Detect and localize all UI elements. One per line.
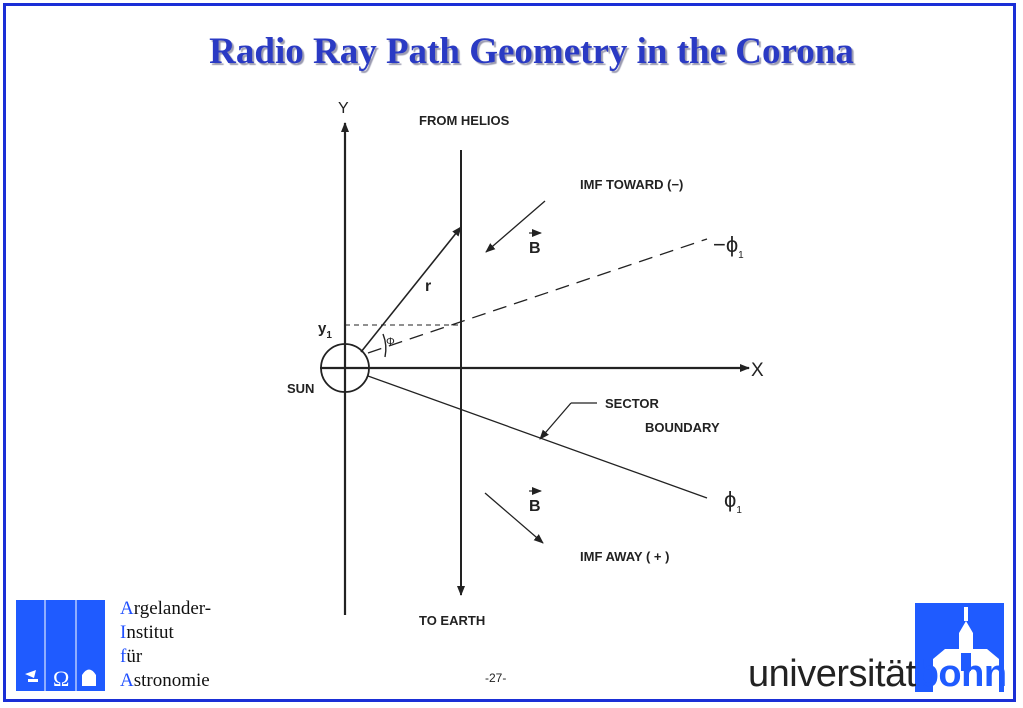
aifa-line-3: für xyxy=(120,646,143,667)
from-helios-label: FROM HELIOS xyxy=(419,113,510,128)
sun-circle xyxy=(320,343,370,393)
imf-toward-arrow xyxy=(485,200,546,253)
sector-label: SECTOR xyxy=(605,396,660,411)
university-wordmark: universitätbonn xyxy=(748,653,1007,695)
phi-angle-arc xyxy=(382,333,387,358)
r-vector xyxy=(360,226,462,353)
aifa-logo: Ω xyxy=(16,600,105,691)
y1-label: y1 xyxy=(318,320,332,341)
b-vector-lower: B xyxy=(529,498,541,515)
bonn-logo xyxy=(915,603,1004,692)
svg-text:Ω: Ω xyxy=(53,666,69,691)
page-number: -27- xyxy=(485,671,507,685)
imf-toward-label: IMF TOWARD (−) xyxy=(580,177,683,192)
neg-phi1-dashed-line xyxy=(367,238,708,354)
r-label: r xyxy=(425,278,431,295)
x-axis-label: X xyxy=(751,360,764,381)
phi-angle-label: Φ xyxy=(386,336,395,348)
aifa-logo-graphic: Ω xyxy=(25,600,96,691)
slide-title: Radio Ray Path Geometry in the Corona xyxy=(209,31,854,72)
sector-boundary-line xyxy=(367,375,708,499)
aifa-name: Argelander- Institut für Astronomie xyxy=(120,597,211,693)
bonn-building-icon xyxy=(933,607,999,692)
neg-phi1-label: −ϕ1 xyxy=(713,232,744,261)
to-earth-label: TO EARTH xyxy=(419,613,485,628)
aifa-line-1: Argelander- xyxy=(120,598,212,619)
ray-path-diagram: Y X FROM HELIOS TO EARTH SUN r y1 −ϕ1 Φ … xyxy=(287,100,764,628)
b-vector-upper: B xyxy=(529,240,541,257)
aifa-line-4: Astronomie xyxy=(120,670,210,691)
slide-frame xyxy=(3,3,1016,702)
imf-away-arrow xyxy=(484,492,544,544)
aifa-line-2: Institut xyxy=(120,622,174,643)
sector-pointer-arrow xyxy=(539,402,572,440)
boundary-label: BOUNDARY xyxy=(645,420,720,435)
y-axis-label: Y xyxy=(338,100,349,117)
imf-away-label: IMF AWAY ( + ) xyxy=(580,549,669,564)
phi1-label: ϕ1 xyxy=(724,487,742,516)
sun-label: SUN xyxy=(287,381,314,396)
